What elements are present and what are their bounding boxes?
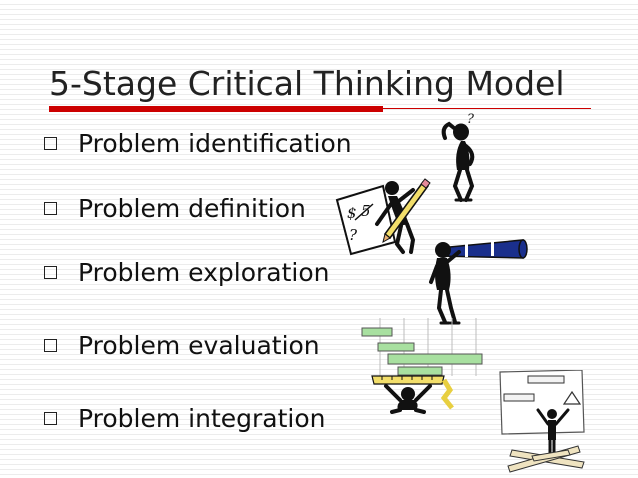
bullet-label: Problem definition bbox=[78, 193, 306, 223]
title-underline-rule bbox=[383, 108, 591, 109]
figure-assembling-diagram-icon bbox=[499, 370, 585, 473]
easel-question-mark: ? bbox=[349, 226, 358, 244]
figure-with-telescope-icon bbox=[429, 239, 528, 325]
hollow-square-bullet-icon bbox=[44, 265, 57, 279]
bullet-label: Problem exploration bbox=[78, 257, 330, 287]
title-underline-accent bbox=[49, 106, 383, 112]
figure-holding-gantt-chart-icon bbox=[361, 318, 483, 414]
slide-title: 5-Stage Critical Thinking Model bbox=[49, 64, 565, 103]
bullet-problem-evaluation: Problem evaluation bbox=[44, 327, 320, 363]
hollow-square-bullet-icon bbox=[44, 136, 57, 150]
hollow-square-bullet-icon bbox=[44, 411, 57, 425]
bullet-problem-identification: Problem identification bbox=[44, 125, 352, 161]
bullet-problem-integration: Problem integration bbox=[44, 400, 326, 436]
thinking-figure-icon: ? bbox=[441, 112, 475, 202]
hollow-square-bullet-icon bbox=[44, 201, 57, 215]
easel-dollar-mark: $ bbox=[347, 204, 357, 222]
hollow-square-bullet-icon bbox=[44, 338, 57, 352]
bullet-label: Problem identification bbox=[78, 128, 352, 158]
bullet-label: Problem evaluation bbox=[78, 330, 320, 360]
figure-writing-on-easel-icon: $ 5 ? bbox=[335, 178, 431, 256]
bullet-label: Problem integration bbox=[78, 403, 326, 433]
bullet-problem-definition: Problem definition bbox=[44, 190, 306, 226]
bullet-problem-exploration: Problem exploration bbox=[44, 254, 330, 290]
question-mark-label: ? bbox=[467, 112, 475, 127]
